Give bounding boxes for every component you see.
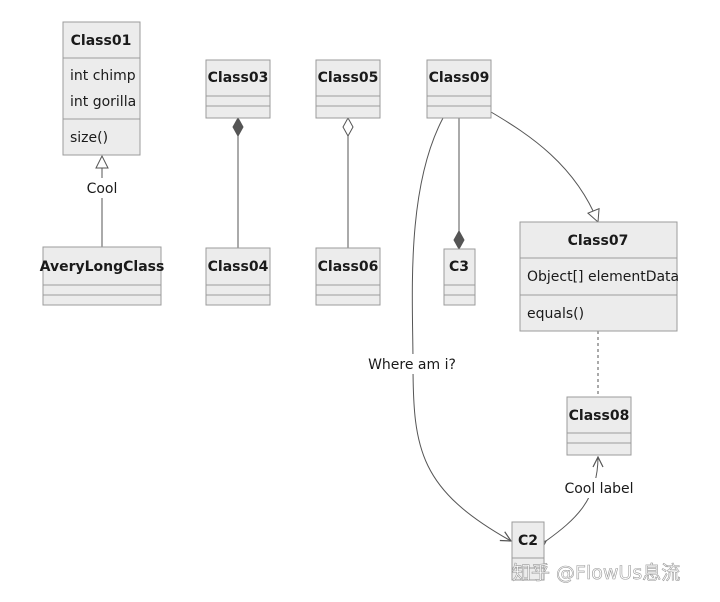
class-node-class08[interactable]: Class08 <box>566 396 632 456</box>
svg-text:Where am i?: Where am i? <box>368 357 456 373</box>
class-name: Class01 <box>71 33 132 49</box>
class-name: C2 <box>518 533 538 549</box>
class-name: Class05 <box>318 70 379 86</box>
class-name: Class09 <box>429 70 490 86</box>
edge-inheritance-class09-class07 <box>490 111 598 222</box>
class-method: size() <box>70 130 108 146</box>
class-name: Class04 <box>208 259 269 275</box>
class-node-class04[interactable]: Class04 <box>205 247 271 306</box>
class-node-class05[interactable]: Class05 <box>315 59 381 119</box>
svg-text:Cool label: Cool label <box>564 481 633 497</box>
class-node-class09[interactable]: Class09 <box>426 59 492 119</box>
edge-association-class09-c2 <box>411 117 511 541</box>
class-node-class07[interactable]: Class07 Object[] elementData equals() <box>519 221 679 332</box>
svg-text:Cool: Cool <box>87 181 118 197</box>
class-attribute: Object[] elementData <box>527 269 679 285</box>
class-attribute: int gorilla <box>70 94 136 110</box>
class-name: C3 <box>449 259 469 275</box>
edge-label-cool: Cool <box>84 178 120 198</box>
class-method: equals() <box>527 306 584 322</box>
class-name: Class07 <box>568 233 629 249</box>
edge-label-cool-label: Cool label <box>562 478 636 498</box>
class-name: Class06 <box>318 259 379 275</box>
class-node-c2[interactable]: C2 <box>511 521 545 581</box>
class-node-class01[interactable]: Class01 int chimp int gorilla size() <box>62 21 141 156</box>
class-name: Class08 <box>569 408 630 424</box>
class-node-class06[interactable]: Class06 <box>315 247 381 306</box>
class-attribute: int chimp <box>70 68 136 84</box>
edge-label-where-am-i: Where am i? <box>368 354 456 374</box>
class-name: Class03 <box>208 70 269 86</box>
class-node-c3[interactable]: C3 <box>443 248 476 306</box>
edge-bidirectional-class08-c2 <box>546 457 598 541</box>
class-node-class03[interactable]: Class03 <box>205 59 271 119</box>
class-node-averylongclass[interactable]: AveryLongClass <box>40 246 165 306</box>
class-name: AveryLongClass <box>40 259 165 275</box>
watermark: 知乎 @FlowUs息流 <box>512 562 680 584</box>
